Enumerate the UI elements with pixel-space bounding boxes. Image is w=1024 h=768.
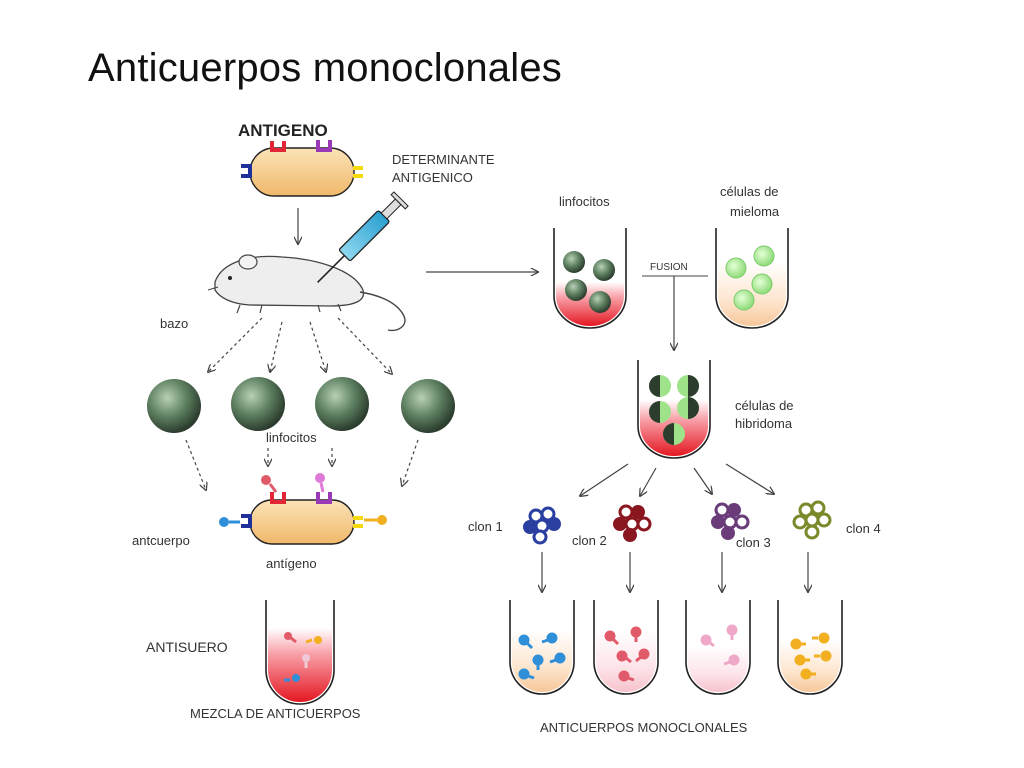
antibody-yellow-bound bbox=[377, 515, 387, 525]
mieloma-label-2: mieloma bbox=[730, 204, 780, 219]
antibody-red-bound bbox=[261, 475, 271, 485]
monoclonal-tube-4 bbox=[777, 600, 843, 695]
clon-1-cluster bbox=[523, 506, 561, 545]
syringe-icon bbox=[317, 191, 409, 283]
antisuero-label: ANTISUERO bbox=[146, 639, 228, 655]
lymphocyte-row bbox=[147, 377, 455, 433]
lymphocyte-tube bbox=[553, 228, 627, 329]
lymphocyte-1 bbox=[147, 379, 201, 433]
determinante-label-2: ANTIGENICO bbox=[392, 170, 473, 185]
hybridoma-tube bbox=[637, 360, 711, 459]
determinant-blue bbox=[241, 164, 252, 178]
hibridoma-label-1: células de bbox=[735, 398, 794, 413]
linfocitos-label-left: linfocitos bbox=[266, 430, 317, 445]
clon-3-cluster bbox=[711, 502, 750, 540]
hibridoma-label-2: hibridoma bbox=[735, 416, 793, 431]
monoclonales-label: ANTICUERPOS MONOCLONALES bbox=[540, 720, 748, 735]
hybridoma-cell bbox=[649, 375, 671, 397]
mouse-icon bbox=[207, 254, 406, 332]
antigen-with-antibodies bbox=[219, 473, 387, 545]
arrow-spleen-1 bbox=[208, 317, 263, 372]
lymphocyte-4 bbox=[401, 379, 455, 433]
arrow-to-clon3 bbox=[693, 467, 712, 494]
antcuerpo-label: antcuerpo bbox=[132, 533, 190, 548]
lymphocyte-2 bbox=[231, 377, 285, 431]
clon4-label: clon 4 bbox=[846, 521, 881, 536]
antibody-blue-bound bbox=[219, 517, 229, 527]
monoclonal-tube-3 bbox=[685, 600, 751, 695]
slide-title: Anticuerpos monoclonales bbox=[88, 46, 562, 90]
lymphocyte-3 bbox=[315, 377, 369, 431]
arrow-lymph-1 bbox=[185, 439, 206, 490]
determinant-yellow bbox=[353, 166, 363, 178]
determinant-red bbox=[270, 141, 286, 152]
arrow-to-clon2 bbox=[640, 467, 657, 496]
antibody-purple-bound bbox=[315, 473, 325, 483]
antigeno-lower-label: antígeno bbox=[266, 556, 317, 571]
arrow-spleen-3 bbox=[309, 321, 326, 372]
arrow-to-clon1 bbox=[580, 463, 629, 496]
monoclonal-tube-1 bbox=[509, 600, 575, 695]
fusion-label: FUSION bbox=[650, 262, 688, 273]
clon-4-cluster bbox=[792, 500, 832, 540]
clon3-label: clon 3 bbox=[736, 535, 771, 550]
clon1-label: clon 1 bbox=[468, 519, 503, 534]
mezcla-label: MEZCLA DE ANTICUERPOS bbox=[190, 706, 361, 721]
determinant-purple bbox=[316, 140, 332, 152]
determinante-label-1: DETERMINANTE bbox=[392, 152, 495, 167]
monoclonal-tube-2 bbox=[593, 600, 659, 695]
myeloma-tube bbox=[715, 228, 789, 329]
linfocitos-label-right: linfocitos bbox=[559, 194, 610, 209]
antiserum-tube bbox=[265, 600, 335, 705]
mieloma-label-1: células de bbox=[720, 184, 779, 199]
bazo-label: bazo bbox=[160, 316, 188, 331]
arrow-to-clon4 bbox=[725, 463, 774, 494]
antigen-title-label: ANTIGENO bbox=[238, 121, 328, 140]
antigen-cell-top bbox=[241, 140, 363, 197]
arrow-spleen-4 bbox=[337, 317, 392, 374]
arrow-lymph-4 bbox=[402, 439, 419, 486]
clon2-label: clon 2 bbox=[572, 533, 607, 548]
arrow-spleen-2 bbox=[270, 321, 283, 372]
clon-2-cluster bbox=[613, 504, 652, 542]
